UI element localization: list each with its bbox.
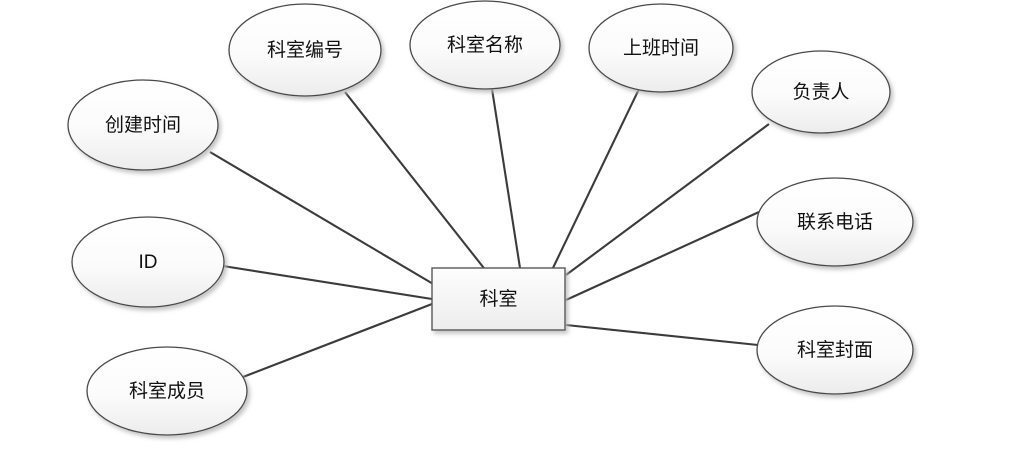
attribute-ellipse-shape <box>71 216 225 308</box>
attribute-node[interactable]: 科室成员 <box>86 346 248 436</box>
er-edge <box>222 264 433 301</box>
attribute-ellipse-shape <box>86 346 248 436</box>
attribute-node[interactable]: 科室名称 <box>409 0 561 90</box>
er-edge <box>565 323 759 347</box>
er-edge <box>565 211 760 301</box>
er-edge <box>242 303 433 378</box>
er-edge <box>565 123 770 276</box>
attribute-node[interactable]: 上班时间 <box>588 3 734 93</box>
attribute-node[interactable]: 创建时间 <box>67 79 219 171</box>
entity-node-layer: 科室 <box>431 267 566 331</box>
er-edge <box>551 88 640 271</box>
attribute-ellipse-shape <box>409 0 561 90</box>
entity-node[interactable]: 科室 <box>431 267 566 331</box>
attribute-node[interactable]: 联系电话 <box>756 177 914 267</box>
attribute-node[interactable]: 科室编号 <box>228 3 382 97</box>
attribute-ellipse-shape <box>751 50 891 134</box>
attribute-ellipse-shape <box>588 3 734 93</box>
er-edge <box>490 88 522 269</box>
attribute-ellipse-shape <box>228 3 382 97</box>
attribute-node[interactable]: ID <box>71 216 225 308</box>
attribute-ellipse-shape <box>756 177 914 267</box>
attribute-ellipse-shape <box>67 79 219 171</box>
er-edge <box>209 151 441 289</box>
attribute-node[interactable]: 负责人 <box>751 50 891 134</box>
attribute-ellipse-shape <box>756 305 914 395</box>
entity-rectangle-shape <box>431 267 566 331</box>
attribute-node[interactable]: 科室封面 <box>756 305 914 395</box>
attribute-node-layer: 创建时间科室编号科室名称上班时间负责人联系电话科室封面 ID 科室成员 <box>67 0 914 436</box>
er-edge <box>344 91 488 273</box>
edge-layer <box>209 88 770 378</box>
